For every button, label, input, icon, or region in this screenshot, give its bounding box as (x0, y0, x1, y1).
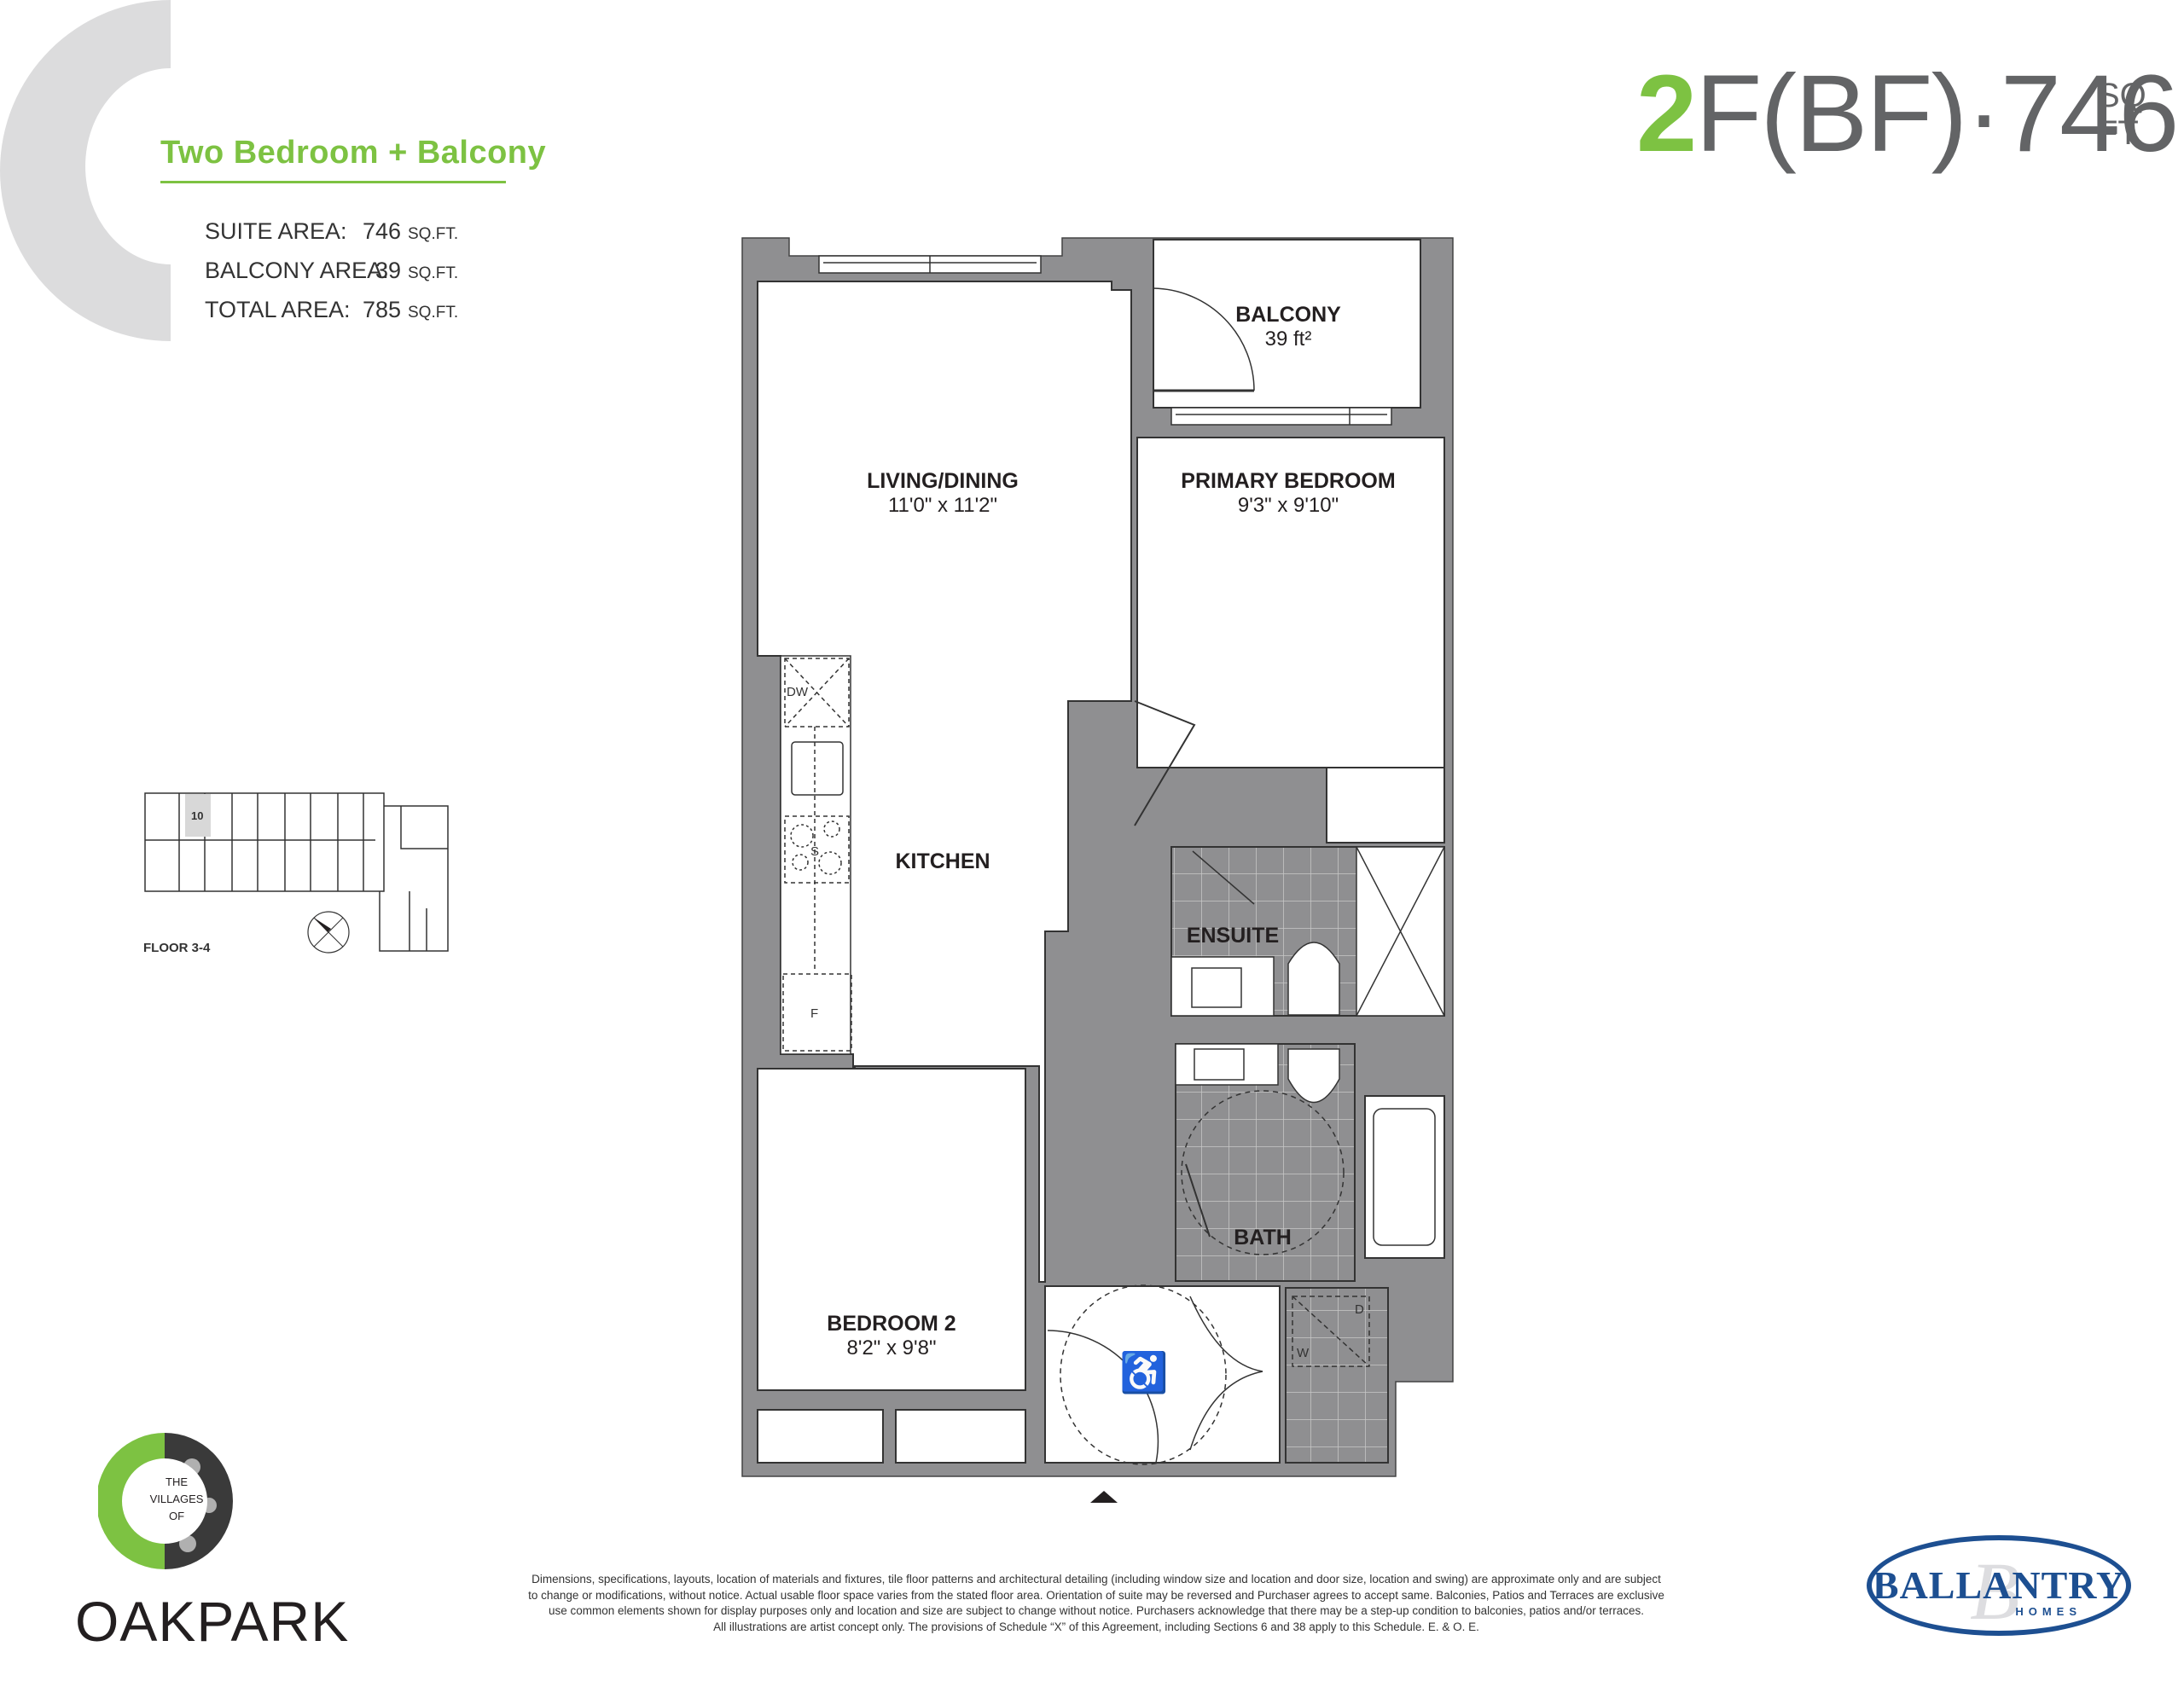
washer-label: W (1297, 1346, 1310, 1360)
area-label: TOTAL AREA: (205, 297, 351, 322)
svg-text:VILLAGES: VILLAGES (150, 1493, 204, 1505)
room-dim: 11'0" x 11'2" (887, 493, 998, 517)
svg-text:THE: THE (166, 1475, 188, 1488)
area-unit: SQ.FT. (408, 225, 459, 243)
unit-line2: FT. (2097, 114, 2145, 152)
disclaimer-line: Dimensions, specifications, layouts, loc… (531, 1573, 1661, 1586)
area-label: BALCONY AREA: (205, 258, 389, 283)
ballantry-logo: B BALLANTRY HOMES (1867, 1535, 2131, 1637)
disclaimer-line: to change or modifications, without noti… (528, 1588, 1664, 1602)
room-name: BATH (1234, 1226, 1292, 1249)
disclaimer-line: use common elements shown for display pu… (549, 1604, 1644, 1617)
key-plan-unit-number: 10 (191, 809, 203, 822)
room-name: KITCHEN (895, 849, 990, 873)
area-label: SUITE AREA: (205, 218, 347, 244)
plan-type-title: Two Bedroom + Balcony (160, 135, 547, 171)
room-dim: 39 ft² (1264, 327, 1312, 351)
room-kitchen: KITCHEN (879, 849, 1007, 874)
monogram-icon: B (1970, 1545, 2020, 1637)
fridge-label: F (810, 1006, 819, 1021)
unit-line1: SQ. (2097, 77, 2156, 114)
dryer-label: D (1355, 1302, 1364, 1317)
suite-area-row: SUITE AREA: 746 SQ.FT. (205, 213, 458, 252)
room-dim: 9'3" x 9'10" (1237, 493, 1339, 517)
decorative-c-arc (0, 0, 179, 341)
room-balcony: BALCONY 39 ft² (1211, 303, 1365, 351)
key-plan: 10 (144, 792, 449, 954)
legal-disclaimer: Dimensions, specifications, layouts, loc… (478, 1572, 1715, 1635)
developer-name: BALLANTRY (1872, 1563, 2126, 1607)
room-bedroom-2: BEDROOM 2 8'2" x 9'8" (802, 1312, 981, 1359)
disclaimer-line: All illustrations are artist concept onl… (713, 1620, 1479, 1633)
room-primary-bedroom: PRIMARY BEDROOM 9'3" x 9'10" (1160, 469, 1416, 517)
dishwasher-label: DW (787, 685, 808, 699)
suite-code-lead: 2 (1636, 53, 1697, 175)
area-unit: SQ.FT. (408, 264, 459, 282)
room-name: ENSUITE (1186, 924, 1280, 948)
suite-code-rest: F(BF)·746 (1695, 53, 2179, 175)
room-name: LIVING/DINING (867, 469, 1019, 493)
key-plan-floor-label: FLOOR 3-4 (143, 941, 211, 955)
developer-sub: HOMES (2015, 1605, 2082, 1618)
suite-code-heading: 2F(BF)·746 SQ.FT. (1636, 60, 2179, 169)
room-name: BALCONY (1235, 303, 1341, 327)
total-area-row: TOTAL AREA: 785 SQ.FT. (205, 292, 458, 331)
room-name: PRIMARY BEDROOM (1181, 469, 1396, 493)
suite-code-unit: SQ.FT. (2097, 77, 2156, 152)
area-value: 39 (375, 258, 401, 283)
accessibility-icon: ♿ (1119, 1350, 1169, 1394)
room-dim: 8'2" x 9'8" (846, 1336, 937, 1359)
area-value: 746 (362, 218, 401, 244)
title-underline (160, 181, 506, 183)
balcony-area-row: BALCONY AREA: 39 SQ.FT. (205, 252, 458, 292)
oakpark-logo-mark: THE VILLAGES OF (98, 1433, 233, 1569)
area-unit: SQ.FT. (408, 304, 459, 322)
stove-label: S (810, 844, 820, 859)
area-value: 785 (362, 297, 401, 322)
room-ensuite: ENSUITE (1182, 924, 1284, 948)
room-living-dining: LIVING/DINING 11'0" x 11'2" (810, 469, 1075, 517)
room-name: BEDROOM 2 (827, 1312, 956, 1336)
oakpark-wordmark: OAKPARK (75, 1590, 350, 1653)
area-summary: SUITE AREA: 746 SQ.FT. BALCONY AREA: 39 … (205, 213, 458, 331)
room-bath: BATH (1220, 1226, 1305, 1250)
svg-text:OF: OF (169, 1510, 184, 1522)
